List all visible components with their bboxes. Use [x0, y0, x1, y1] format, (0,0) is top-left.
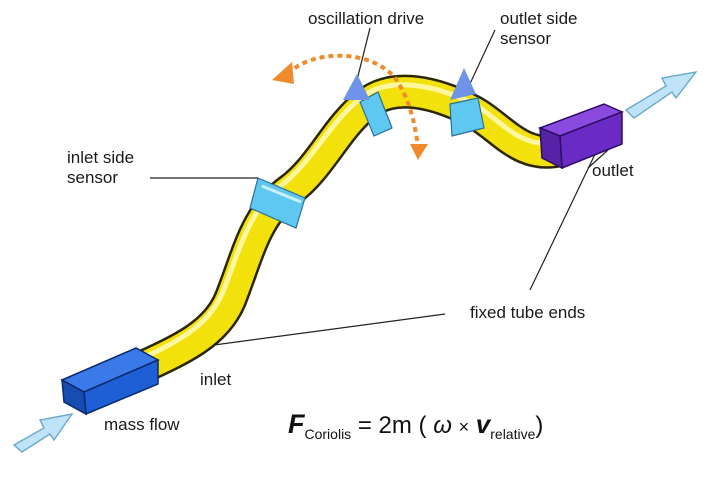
- inlet-label: inlet: [200, 370, 232, 389]
- outlet-side-sensor-label: outlet side sensor: [500, 9, 578, 48]
- inlet-block: [60, 347, 160, 416]
- inlet-side-sensor-label: inlet side sensor: [67, 148, 135, 187]
- outlet-sensor-marker-icon: [450, 68, 476, 100]
- oscillation-drive-label: oscillation drive: [308, 9, 425, 28]
- fixed-tube-ends-label: fixed tube ends: [470, 303, 586, 322]
- formula-cross: ×: [458, 417, 470, 437]
- formula-omega: ω: [433, 412, 452, 439]
- mass-flow-arrow-in: [12, 412, 74, 453]
- formula-equals-part: = 2m (: [357, 412, 427, 439]
- leader-line-fixed-ends-outlet: [529, 147, 599, 291]
- leader-line-outlet: [587, 149, 609, 169]
- outlet-side-sensor-ring: [449, 97, 485, 137]
- oscillation-drive-marker-icon: [343, 74, 370, 100]
- inlet-side-sensor-ring: [249, 177, 306, 229]
- oscillation-arc-arrow-icon: [272, 53, 428, 160]
- drive-ring: [359, 91, 393, 137]
- mass-flow-label: mass flow: [104, 415, 180, 434]
- flow-tube: [115, 74, 577, 389]
- formula-force-symbol: F: [288, 409, 305, 439]
- outlet-block: [537, 103, 624, 170]
- outlet-label: outlet: [592, 161, 634, 180]
- formula-force-subscript: Coriolis: [304, 426, 352, 442]
- leader-line-outlet-sensor: [467, 29, 496, 89]
- mass-flow-arrow-out: [624, 70, 698, 119]
- formula-close-paren: ): [535, 412, 544, 439]
- coriolis-force-formula: FCoriolis = 2m ( ω × vrelative): [288, 409, 543, 442]
- formula-velocity-symbol: v: [475, 409, 491, 439]
- formula-velocity-subscript: relative: [490, 426, 536, 442]
